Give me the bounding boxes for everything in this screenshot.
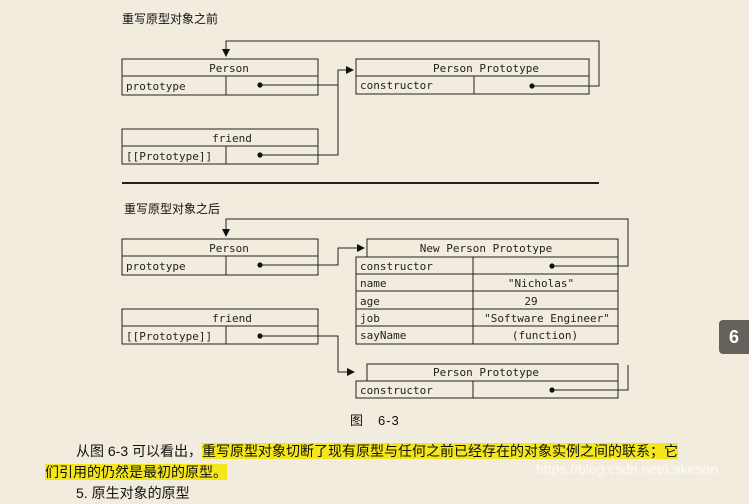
- new-proto-value: (function): [512, 329, 578, 342]
- new-proto-box: [355, 256, 619, 345]
- watermark: https://blog.csdn.net/Lakeson: [536, 461, 719, 477]
- new-proto-title: New Person Prototype: [420, 242, 552, 255]
- after-person-title: Person: [209, 242, 249, 255]
- figure-caption: 图 6-3: [350, 413, 400, 428]
- new-proto-key: constructor: [360, 260, 433, 273]
- before-friend-title: friend: [212, 132, 252, 145]
- before-proto-row: constructor: [360, 79, 433, 92]
- new-proto-key: sayName: [360, 329, 406, 342]
- old-proto-title: Person Prototype: [433, 366, 539, 379]
- before-heading: 重写原型对象之前: [122, 12, 219, 26]
- after-friend-title: friend: [212, 312, 252, 325]
- before-proto-title: Person Prototype: [433, 62, 539, 75]
- old-proto-row: constructor: [360, 384, 433, 397]
- after-person-box: [121, 238, 319, 276]
- new-proto-key: age: [360, 295, 380, 308]
- new-proto-value: "Software Engineer": [484, 312, 610, 325]
- before-person-row: prototype: [126, 80, 186, 93]
- before-person-title: Person: [209, 62, 249, 75]
- after-person-row: prototype: [126, 260, 186, 273]
- new-proto-value: 29: [524, 295, 537, 308]
- paragraph-line-1: 从图 6-3 可以看出，重写原型对象切断了现有原型与任何之前已经存在的对象实例之…: [76, 440, 679, 462]
- new-proto-key: name: [360, 277, 387, 290]
- highlighted-text: 重写原型对象切断了现有原型与任何之前已经存在的对象实例之间的联系；它: [202, 443, 679, 459]
- before-friend-row: [[Prototype]]: [126, 150, 212, 163]
- paragraph-prefix: 从图 6-3 可以看出，: [76, 443, 203, 459]
- new-proto-value: "Nicholas": [508, 277, 574, 290]
- after-friend-row: [[Prototype]]: [126, 330, 212, 343]
- chapter-badge: 6: [719, 320, 749, 354]
- paragraph-line-2: 们引用的仍然是最初的原型。: [45, 461, 227, 483]
- prototype-diagram: Person prototype friend [[Prototype]] Pe…: [121, 40, 629, 399]
- highlighted-text: 们引用的仍然是最初的原型。: [45, 464, 227, 480]
- new-proto-key: job: [360, 312, 380, 325]
- after-heading: 重写原型对象之后: [124, 202, 221, 216]
- next-section-heading: 5. 原生对象的原型: [76, 485, 190, 501]
- before-person-box: [121, 58, 319, 96]
